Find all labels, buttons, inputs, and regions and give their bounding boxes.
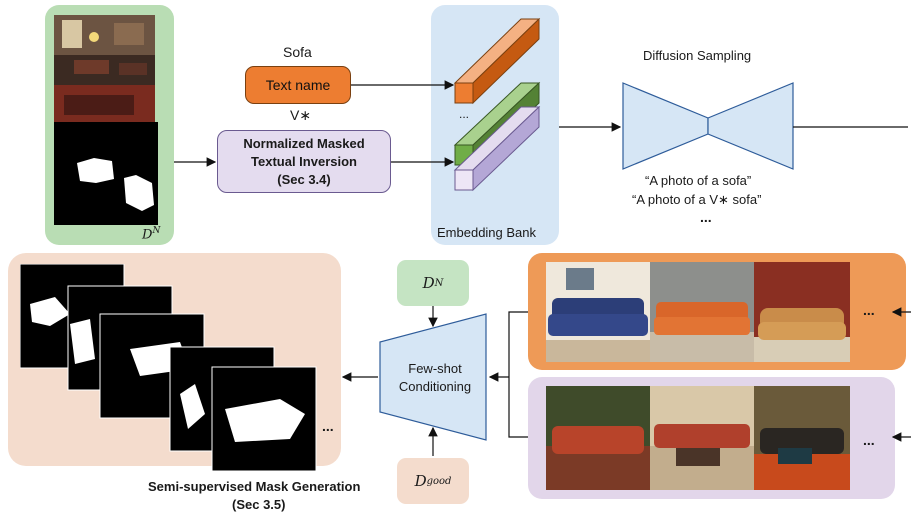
dn-label-input: DN [142,226,161,243]
nmti-line-2: Textual Inversion [251,153,357,169]
v-star-label: V∗ [290,107,312,123]
prompts-ellipsis: ... [700,209,712,225]
few-shot-label: Few-shot Conditioning [390,360,480,396]
input-mask [54,122,158,225]
sofa-label: Sofa [283,44,312,60]
few-shot-line-1: Few-shot [408,361,462,376]
embedding-bank-label: Embedding Bank [437,225,537,240]
prompt-2: “A photo of a V∗ sofa” [632,192,762,207]
vstar-photo-1 [546,386,650,490]
vstar-photo-2 [650,386,754,490]
sofa-photo-blue [546,262,650,362]
orange-ellipsis: ... [863,302,875,318]
nmti-line-3: (Sec 3.4) [277,171,331,187]
room-photo [54,15,155,122]
embedding-ellipsis: ... [459,107,470,121]
semi-supervised-label-2: (Sec 3.5) [232,497,286,512]
few-shot-trapezoid [379,313,487,441]
vstar-sofa-photos [546,386,850,490]
mask-ellipsis: ... [322,418,334,434]
text-name-box: Text name [245,66,351,104]
diffusion-sampling-label: Diffusion Sampling [643,48,752,63]
sofa-photos [546,262,850,362]
semi-supervised-label-1: Semi-supervised Mask Generation [148,479,361,494]
nmti-line-1: Normalized Masked [243,135,365,151]
sofa-photo-tan [754,262,850,362]
sofa-photo-orange [650,262,754,362]
mask-card-5 [211,366,317,472]
vstar-photo-3 [754,386,850,490]
mask-stack [20,264,317,472]
nmti-box: Normalized Masked Textual Inversion (Sec… [217,130,391,193]
prompt-1: “A photo of a sofa” [645,173,752,188]
lavender-ellipsis: ... [863,432,875,448]
embedding-bar-orange [453,17,541,105]
embedding-bars [453,17,541,192]
embedding-bar-lavender [453,105,541,192]
few-shot-line-2: Conditioning [398,379,472,394]
input-images [54,15,158,225]
diffusion-model-shape [622,82,794,170]
